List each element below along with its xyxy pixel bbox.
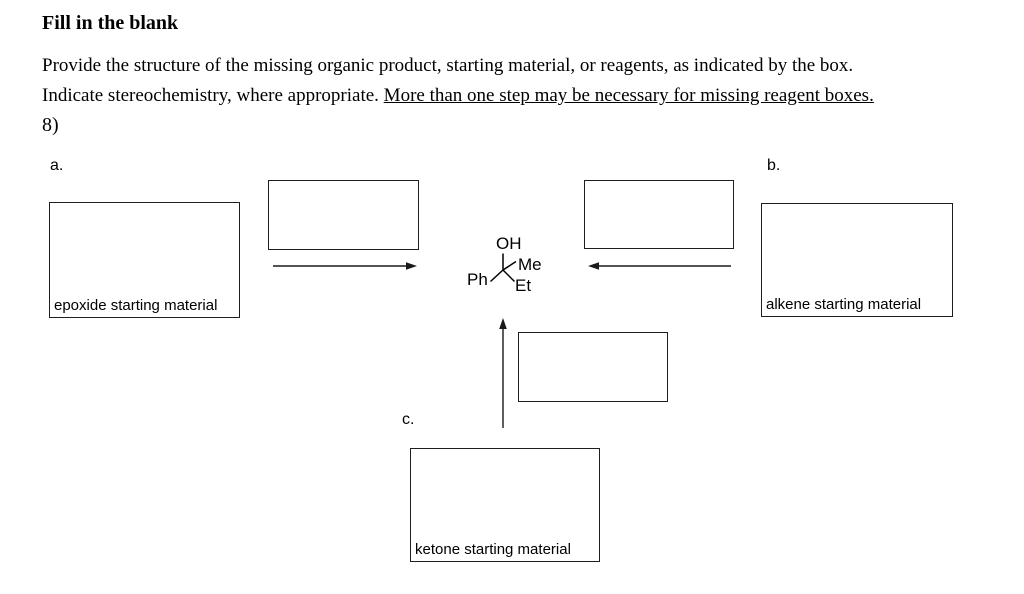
phenyl-group-label: Ph (467, 270, 488, 289)
part-b-label: b. (767, 157, 781, 174)
instructions-line-1: Provide the structure of the missing org… (42, 55, 854, 76)
instructions-line-2-underlined: More than one step may be necessary for … (383, 85, 874, 106)
arrow-up-c (499, 318, 507, 428)
ketone-starting-material-box[interactable]: ketone starting material (410, 448, 600, 562)
instructions: Provide the structure of the missing org… (42, 51, 874, 111)
part-c-label: c. (402, 411, 415, 428)
alkene-starting-material-box[interactable]: alkene starting material (761, 203, 953, 317)
hydroxyl-group-label: OH (496, 234, 522, 253)
epoxide-box-caption: epoxide starting material (54, 297, 218, 314)
instructions-line-2: Indicate stereochemistry, where appropri… (42, 81, 874, 111)
arrow-left-b (588, 262, 731, 270)
reagent-box-a[interactable] (268, 180, 419, 250)
question-number: 8) (42, 114, 59, 136)
ethyl-group-label: Et (515, 276, 532, 295)
instructions-line-2-regular: Indicate stereochemistry, where appropri… (42, 85, 384, 106)
epoxide-starting-material-box[interactable]: epoxide starting material (49, 202, 240, 318)
reagent-box-b[interactable] (584, 180, 734, 249)
part-a-label: a. (50, 157, 64, 174)
reagent-box-c[interactable] (518, 332, 668, 402)
alkene-box-caption: alkene starting material (766, 296, 922, 313)
molecule-bonds (489, 253, 517, 283)
page-title: Fill in the blank (42, 12, 179, 34)
ketone-box-caption: ketone starting material (415, 541, 571, 558)
methyl-group-label: Me (518, 255, 542, 274)
arrow-right-a (273, 262, 417, 270)
